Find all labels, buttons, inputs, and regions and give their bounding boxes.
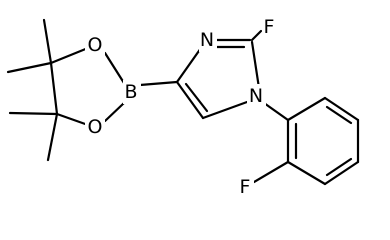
- bonds: [6, 18, 360, 186]
- bond-o-top-c: [49, 46, 90, 65]
- bond-ph-4-double: [325, 157, 353, 177]
- bond-b-o-top: [103, 51, 126, 85]
- bond-c4-c5: [175, 80, 205, 120]
- bond-methyl-1: [42, 18, 53, 65]
- atom-f-phenyl: F: [240, 176, 251, 198]
- bond-ph-f: [252, 160, 290, 184]
- bond-n3-c4: [175, 46, 203, 84]
- bond-c2-n1: [250, 40, 261, 90]
- atom-labels: N F N B O O F: [85, 16, 278, 200]
- atom-n1: N: [249, 85, 263, 107]
- atom-n3: N: [200, 29, 214, 51]
- bond-c2-f: [250, 29, 263, 42]
- bond-methyl-4: [46, 112, 59, 162]
- bond-methyl-3: [8, 111, 59, 116]
- bond-c4-b: [138, 80, 179, 87]
- bond-ph-2: [323, 96, 360, 122]
- bond-o-bottom-c: [55, 112, 90, 127]
- bond-c5-n1: [201, 100, 249, 120]
- atom-f-imidazole: F: [264, 16, 275, 38]
- bond-ph-2-double: [325, 105, 353, 125]
- atom-o-top: O: [88, 34, 103, 56]
- bond-n1-phenyl: [262, 101, 290, 122]
- bond-ph-1: [286, 96, 327, 122]
- bond-methyl-2: [6, 61, 53, 74]
- bond-b-o-bottom: [103, 101, 126, 123]
- bond-c4-c5-double: [184, 82, 209, 113]
- chemical-structure-diagram: N F N B O O F: [6, 16, 360, 200]
- atom-o-bottom: O: [88, 116, 103, 138]
- bond-c-c-ring: [49, 61, 59, 116]
- atom-boron: B: [124, 81, 137, 103]
- bond-ph-4: [323, 160, 360, 186]
- bond-ph-5: [286, 160, 327, 186]
